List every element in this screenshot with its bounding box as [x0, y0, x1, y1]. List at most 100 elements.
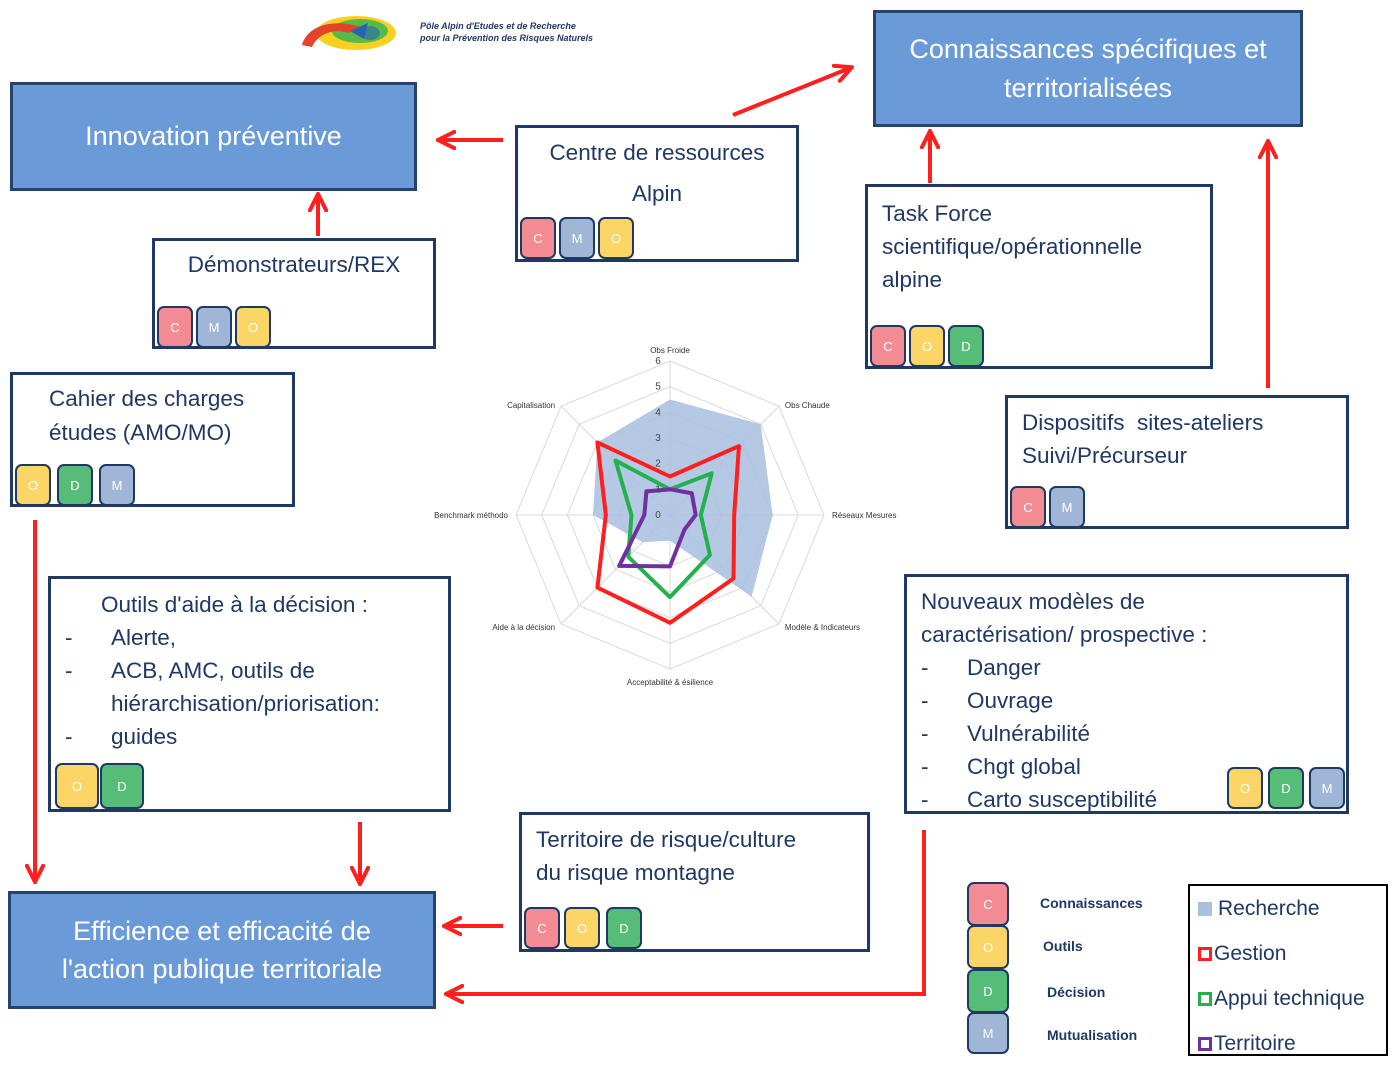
list-item: -guides — [65, 724, 178, 749]
modeles-line2: caractérisation/ prospective : — [921, 622, 1208, 647]
tag-o: O — [564, 907, 600, 949]
tag-o: O — [1227, 767, 1263, 809]
demonstrateurs-box: Démonstrateurs/REX C M O — [152, 238, 436, 349]
territoire-line2: du risque montagne — [536, 860, 735, 885]
innovation-title: Innovation préventive — [85, 121, 342, 152]
legend-label-outils: Outils — [1043, 938, 1083, 954]
demonstrateurs-title: Démonstrateurs/REX — [187, 252, 401, 277]
legend-label-connaissances: Connaissances — [1040, 895, 1143, 911]
radar-series-gestion — [595, 440, 741, 625]
dispositifs-line1: Dispositifs sites-ateliers — [1022, 410, 1264, 435]
list-item: -Danger — [921, 655, 1041, 680]
tag-c: C — [1010, 486, 1046, 528]
legend-label-decision: Décision — [1047, 984, 1106, 1000]
legend-swatch-territoire — [1198, 1036, 1212, 1051]
legend-tag-d: D — [967, 969, 1009, 1013]
legend-item-gestion: Gestion — [1190, 931, 1386, 976]
radar-series-territoire — [617, 487, 698, 569]
tag-m: M — [559, 217, 595, 259]
innovation-preventive-box: Innovation préventive — [10, 82, 417, 191]
radar-axis-label: Aide à la décision — [492, 623, 555, 632]
list-item: -Ouvrage — [921, 688, 1054, 713]
dispositifs-box: Dispositifs sites-ateliers Suivi/Précurs… — [1005, 395, 1349, 529]
legend-swatch-gestion — [1198, 946, 1212, 961]
nouveaux-modeles-box: Nouveaux modèles de caractérisation/ pro… — [904, 574, 1349, 814]
tag-c: C — [157, 306, 193, 348]
radar-tick-label: 2 — [655, 459, 661, 470]
legend-item-recherche: Recherche — [1190, 886, 1386, 931]
list-item: -Vulnérabilité — [921, 721, 1090, 746]
cahier-charges-box: Cahier des charges études (AMO/MO) O D M — [10, 372, 295, 507]
legend-tag-c: C — [967, 882, 1009, 926]
tag-d: D — [100, 763, 144, 809]
connaissances-line2: territorialisées — [1003, 72, 1173, 103]
tag-d: D — [1268, 767, 1304, 809]
radar-tick-label: 4 — [655, 407, 661, 418]
tag-d: D — [57, 464, 93, 506]
list-item: -Chgt global — [921, 754, 1081, 779]
tag-o: O — [598, 217, 634, 259]
radar-axis-label: Obs Froide — [650, 346, 690, 355]
legend-swatch-appui — [1198, 991, 1212, 1006]
task-force-box: Task Force scientifique/opérationnelle a… — [865, 184, 1213, 369]
outils-list: -Alerte, -ACB, AMC, outils de hiérarchis… — [65, 621, 440, 753]
legend-tag-m: M — [967, 1012, 1009, 1054]
arrow-modeles-to-efficience — [448, 830, 926, 994]
centre-line1: Centre de ressources — [549, 140, 765, 165]
dispositifs-line2: Suivi/Précurseur — [1022, 443, 1188, 468]
tag-d: D — [948, 325, 984, 367]
connaissances-box: Connaissances spécifiques et territorial… — [873, 10, 1303, 127]
tag-c: C — [870, 325, 906, 367]
radar-axis-label: Obs Chaude — [785, 401, 830, 410]
outils-title: Outils d'aide à la décision : — [101, 592, 368, 617]
tag-c: C — [524, 907, 560, 949]
taskforce-line2: scientifique/opérationnelle — [882, 234, 1143, 259]
tag-m: M — [1309, 767, 1345, 809]
outils-aide-box: Outils d'aide à la décision : -Alerte, -… — [48, 576, 451, 812]
logo-emblem-icon — [302, 16, 396, 50]
territoire-box: Territoire de risque/culture du risque m… — [519, 812, 870, 952]
efficience-line2: l'action publique territoriale — [61, 954, 383, 984]
centre-ressources-box: Centre de ressources Alpin C M O — [515, 125, 799, 262]
tag-c: C — [520, 217, 556, 259]
efficience-box: Efficience et efficacité de l'action pub… — [8, 891, 436, 1009]
tag-o: O — [15, 464, 51, 506]
logo-text-2: pour la Prévention des Risques Naturels — [420, 33, 594, 43]
radar-axis-label: Réseaux Mesures — [832, 511, 896, 520]
tag-m: M — [1049, 486, 1085, 528]
centre-line2: Alpin — [631, 181, 683, 206]
series-legend: Recherche Gestion Appui technique Territ… — [1188, 884, 1388, 1056]
radar-series-appui-technique — [613, 458, 714, 600]
tag-o: O — [235, 306, 271, 348]
radar-axis-label: Acceptabilité & ésilience — [627, 678, 714, 687]
logo-text-1: Pôle Alpin d'Etudes et de Recherche — [420, 21, 576, 31]
radar-tick-label: 1 — [655, 484, 661, 495]
taskforce-line3: alpine — [882, 267, 943, 292]
radar-axis-label: Capitalisation — [507, 401, 555, 410]
legend-item-territoire: Territoire — [1190, 1021, 1386, 1066]
cahier-line1: Cahier des charges — [49, 386, 245, 411]
radar-axis-label: Modèle & Indicateurs — [785, 623, 860, 632]
list-item: -Alerte, — [65, 625, 177, 650]
radar-tick-label: 0 — [655, 510, 661, 521]
radar-tick-label: 6 — [655, 356, 661, 367]
connaissances-line1: Connaissances spécifiques et — [909, 34, 1267, 65]
list-item: -Carto susceptibilité — [921, 787, 1158, 812]
list-item: -ACB, AMC, outils de hiérarchisation/pri… — [65, 658, 380, 716]
radar-axis-label: Benchmark méthodo — [434, 511, 508, 520]
radar-tick-label: 5 — [655, 382, 661, 393]
tag-m: M — [196, 306, 232, 348]
legend-tag-o: O — [967, 925, 1009, 969]
tag-o: O — [55, 763, 99, 809]
arrow-centre-to-connaissances — [732, 68, 850, 117]
cahier-line2: études (AMO/MO) — [49, 420, 232, 445]
legend-item-appui: Appui technique — [1190, 976, 1386, 1021]
legend-swatch-recherche — [1198, 901, 1212, 916]
radar-tick-label: 3 — [655, 433, 661, 444]
tag-d: D — [606, 907, 642, 949]
tag-o: O — [909, 325, 945, 367]
modeles-line1: Nouveaux modèles de — [921, 589, 1145, 614]
logo: Pôle Alpin d'Etudes et de Recherche pour… — [298, 13, 598, 53]
